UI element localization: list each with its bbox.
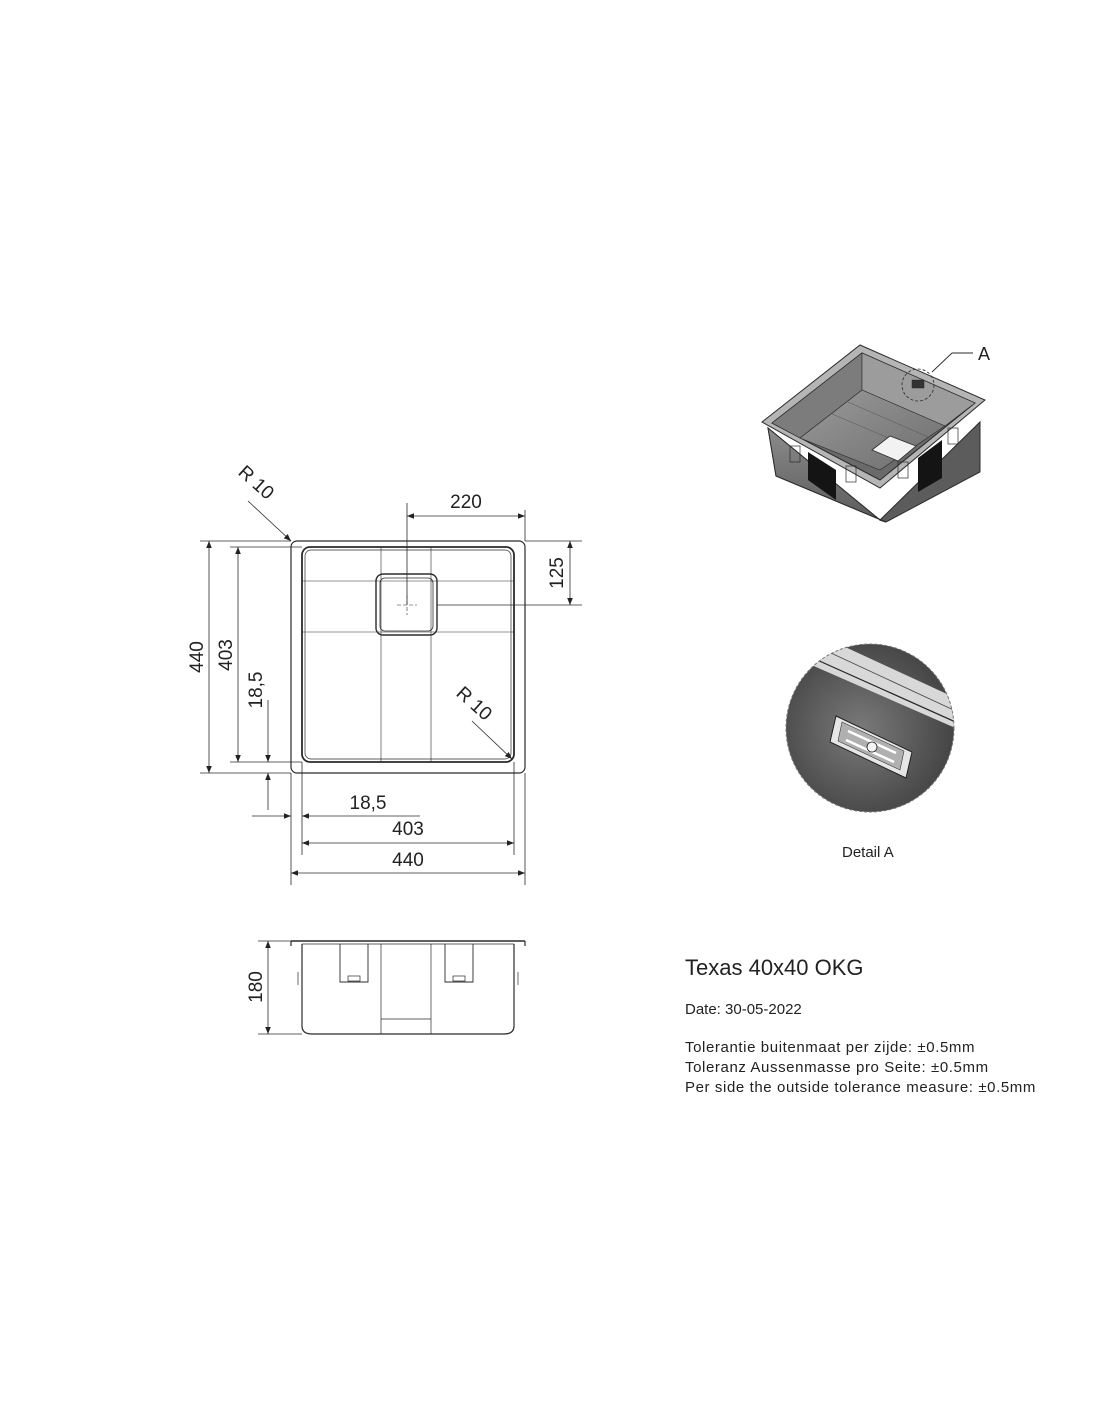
dim-outer-height: 440 <box>187 641 208 673</box>
dim-125: 125 <box>547 557 568 589</box>
detail-a-label: Detail A <box>842 844 894 861</box>
dim-inner-height: 403 <box>216 639 237 671</box>
drain-outline <box>375 573 438 636</box>
plan-dimensions <box>200 500 582 885</box>
dim-flange-side: 18,5 <box>350 793 387 814</box>
dim-depth: 180 <box>246 971 267 1003</box>
side-dimensions <box>258 940 302 1035</box>
outer-flange <box>290 540 526 774</box>
tolerance-de: Toleranz Aussenmasse pro Seite: ±0.5mm <box>685 1059 989 1076</box>
drawing-date: Date: 30-05-2022 <box>685 1001 802 1018</box>
detail-callout-letter: A <box>978 344 990 364</box>
inner-basin <box>301 546 515 763</box>
dim-flange-bottom: 18,5 <box>246 672 267 709</box>
isometric-view <box>761 344 986 523</box>
dim-inner-width: 403 <box>392 819 424 840</box>
dim-outer-width: 440 <box>392 850 424 871</box>
radius-top-label: R 10 <box>234 462 278 504</box>
radius-inner-label: R 10 <box>452 683 496 725</box>
tolerance-nl: Tolerantie buitenmaat per zijde: ±0.5mm <box>685 1039 976 1056</box>
product-title: Texas 40x40 OKG <box>685 955 864 980</box>
detail-a-view <box>785 643 955 813</box>
tolerance-en: Per side the outside tolerance measure: … <box>685 1079 1036 1096</box>
info-block: Texas 40x40 OKG Date: 30-05-2022 Toleran… <box>685 955 1095 1098</box>
side-view <box>290 940 526 1035</box>
dim-220: 220 <box>450 492 482 513</box>
